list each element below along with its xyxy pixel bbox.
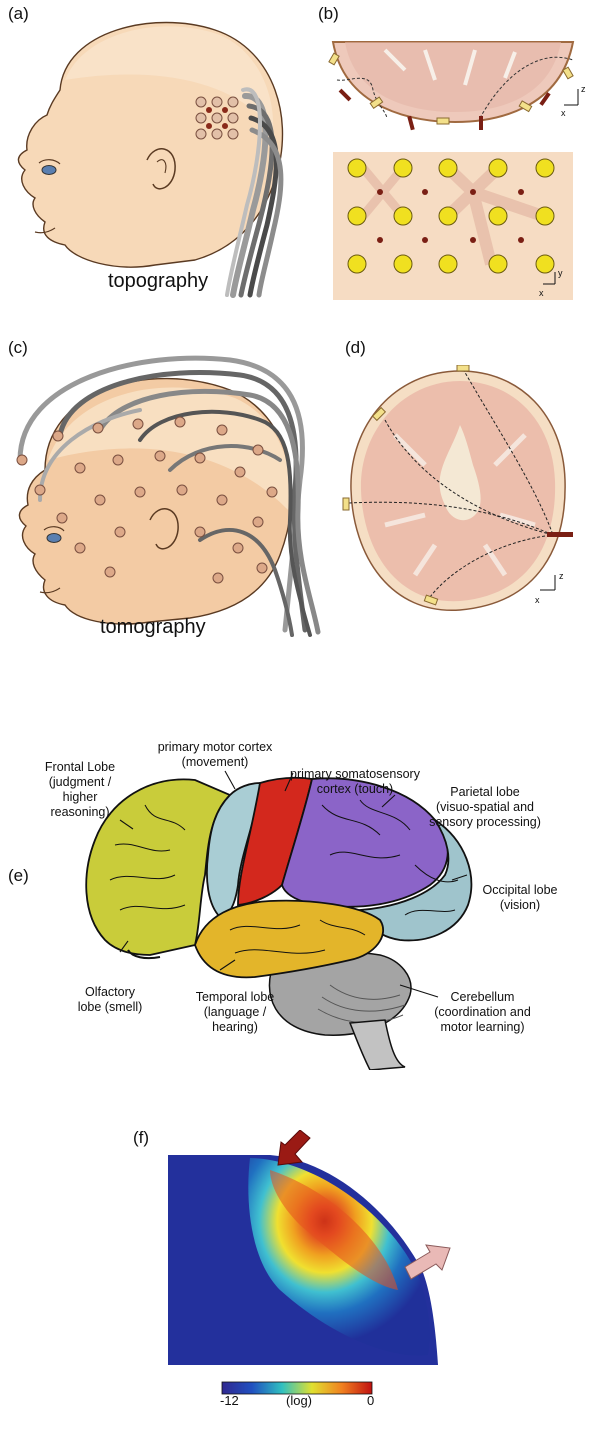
source-arrow-icon xyxy=(278,1130,310,1165)
axis-z-label-d: z xyxy=(559,571,564,581)
infant-head-tomography xyxy=(0,340,330,640)
brainstem xyxy=(350,1020,405,1070)
axis-z-label: z xyxy=(581,84,586,94)
label-occipital-lobe: Occipital lobe(vision) xyxy=(465,883,575,913)
optode-patch xyxy=(196,97,238,139)
axis-x-label: x xyxy=(561,108,566,118)
panel-b-label: (b) xyxy=(318,4,339,24)
detector xyxy=(547,532,573,537)
panel-d-label: (d) xyxy=(345,338,366,358)
axis-x2-label: x xyxy=(539,288,544,298)
colorbar-min-label: -12 xyxy=(220,1393,239,1408)
eye xyxy=(42,166,56,175)
panel-f-label: (f) xyxy=(133,1128,149,1148)
colorbar-unit-label: (log) xyxy=(286,1393,312,1408)
optode-array-map: y x xyxy=(333,152,573,302)
caption-topography: topography xyxy=(108,270,208,293)
sensitivity-heatmap xyxy=(160,1130,460,1395)
infant-head-topography xyxy=(5,10,305,300)
axis-x-label-d: x xyxy=(535,595,540,605)
axis-y-label: y xyxy=(558,268,563,278)
colorbar-max-label: 0 xyxy=(367,1393,374,1408)
head-cross-section-tomography: z x xyxy=(335,365,585,625)
panel-e-label: (e) xyxy=(8,866,29,886)
label-temporal-lobe: Temporal lobe(language /hearing) xyxy=(175,990,295,1035)
caption-tomography: tomography xyxy=(100,616,206,639)
optode-cross-section: z x xyxy=(325,30,590,135)
label-motor-cortex: primary motor cortex(movement) xyxy=(140,740,290,770)
